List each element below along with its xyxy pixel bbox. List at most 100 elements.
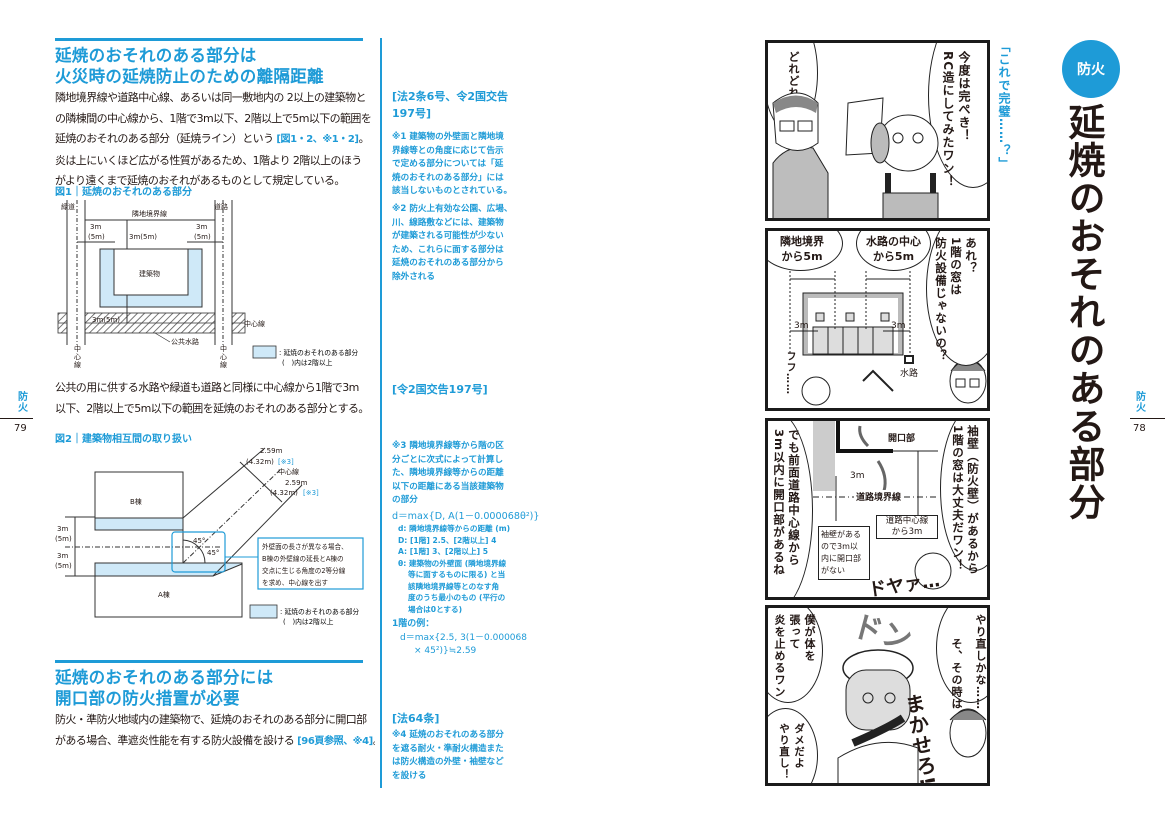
note-line: 焼のおそれのある部分」には	[392, 172, 504, 183]
body-line: の隣棟間の中心線から、1階で3m以下、2階以上で5m以下の範囲を	[55, 111, 372, 125]
centerline-label: 心	[74, 353, 81, 361]
tab-label: 防	[18, 392, 28, 403]
angle-label: 45°	[207, 549, 219, 557]
comic-panel-4: やり直しかな…… そ、その時は 僕が体を 張って 炎を止めるワン ダメだよ やり…	[765, 605, 990, 786]
label-box: 道路中心線 から3m	[876, 515, 938, 539]
man-and-dog-illustration	[772, 92, 939, 218]
note-line: ※1 建築物の外壁面と隣地境	[392, 132, 504, 142]
page-number: 79	[14, 423, 27, 434]
comic-panel-2: 隣地境界 から5m 水路の中心 から5m あれ？ 1階の窓は 防火設備じゃないの…	[765, 228, 990, 411]
comic-panel-3: 開口部 3m 道路境界線 道路中心線 から3m 袖壁がある ので3m以 内に開口…	[765, 418, 990, 600]
note-line: で定める部分については「延	[392, 159, 504, 169]
angle-label: 45°	[193, 537, 205, 545]
man-dialogue: でも前面道路中心線から 3m以内に開口部があるね	[771, 429, 801, 576]
opening-label: 開口部	[888, 434, 916, 444]
legend-swatch	[252, 345, 277, 359]
road-label: 道路	[214, 202, 228, 211]
dialogue-line: ダメだよ	[793, 723, 805, 769]
centerline-label: 中	[74, 344, 81, 353]
dog-dialogue: フフ……	[784, 351, 795, 395]
building-a-label: A棟	[158, 590, 170, 599]
waterway-label: 水路	[900, 369, 919, 379]
note-line: 界線等との角度に応じて告示	[392, 145, 504, 156]
centerline-label: 心	[220, 353, 227, 361]
centerline-label: 中心線	[244, 319, 265, 328]
label-line: 道路中心線	[885, 516, 929, 526]
callout-text: 外壁面の長さが異なる場合、	[262, 542, 348, 551]
formula-definition: 等に面するものに限る) と当	[408, 570, 506, 579]
label-line: から3m	[891, 527, 923, 537]
bubble-line: 隣地境界	[780, 235, 824, 248]
dim-label: (5m)	[55, 535, 72, 543]
body-line: 隣地境界線や道路中心線、あるいは同一敷地内の 2以上の建築物と	[55, 91, 367, 104]
man-dialogue: あれ？ 1階の窓は 防火設備じゃないの？	[933, 237, 978, 362]
note-line: が建築される可能性が少ない	[392, 231, 504, 241]
waterway-label: 公共水路	[171, 337, 199, 346]
tab-rule	[1130, 418, 1165, 419]
note-box: 袖壁がある ので3m以 内に開口部 がない	[818, 526, 870, 580]
waterway-band	[57, 312, 246, 334]
dialogue-line: 張って	[788, 614, 801, 650]
figure2-diagram: 外壁面の長さが異なる場合、 B棟の外壁線の延長とA棟の 交点に生じる角度の2等分…	[55, 447, 364, 626]
heading-line: 延焼のおそれのある部分には	[55, 668, 274, 687]
distance-label: 2.59m	[285, 479, 308, 487]
dialogue-line: RC造にしてみたワン！	[941, 51, 955, 189]
note-line: ので3m以	[821, 542, 858, 551]
section2-body: 防火・準防火地域内の建築物で、延焼のおそれのある部分に開口部 がある場合、準遮炎…	[55, 710, 375, 752]
example-line: × 45²)}≒2.59	[414, 646, 477, 656]
note-line: を設ける	[392, 770, 427, 781]
formula-definition: D: [1階] 2.5、[2階以上] 4	[398, 535, 497, 545]
body-line: 防火・準防火地域内の建築物で、延焼のおそれのある部分に開口部	[55, 713, 367, 726]
distance-label: (4.32m)	[246, 458, 274, 466]
formula: d＝max{D, A(1－0.000068θ²)}	[392, 510, 540, 522]
note-line: 以下の距離にある当該建築物	[392, 481, 504, 492]
body-line: 炎は上にいくほど広がる性質があるため、1階より 2階以上のほう	[55, 153, 362, 167]
comic-catchphrase: 「これで完璧……？」	[997, 40, 1011, 170]
body-line: 以下、2階以上で5m以下の範囲を延焼のおそれのある部分とする。	[55, 401, 369, 415]
body-line: 公共の用に供する水路や緑道も道路と同様に中心線から1階で3m	[55, 381, 359, 394]
section-rule	[55, 38, 363, 41]
note-line: 分ごとに次式によって計算し	[392, 454, 504, 465]
heading-line: 延焼のおそれのある部分は	[55, 46, 257, 65]
note-reference: [※3]	[303, 489, 319, 497]
dialogue-line: 袖壁（防火壁）があるから	[966, 425, 980, 575]
formula-definition: A: [1階] 3、[2階以上] 5	[398, 547, 488, 556]
note-line: 内に開口部	[821, 554, 861, 563]
note-line: 除外される	[392, 271, 435, 282]
dialogue-line: でも前面道路中心線から	[787, 429, 801, 567]
dim-label: (5m)	[55, 562, 72, 570]
body-line: がより遠くまで延焼のおそれがあるものとして規定している。	[55, 174, 345, 187]
note-reference: [※3]	[278, 458, 294, 466]
figure-reference: [図1・2、※1・2]	[276, 134, 359, 145]
page-reference: [96頁参照、※4]	[297, 735, 373, 747]
section1-heading: 延焼のおそれのある部分は 火災時の延焼防止のための離隔距離	[55, 45, 324, 87]
legend-text: ( )内は2階以上	[283, 617, 334, 626]
dialogue-line: やり直し！	[778, 723, 790, 781]
note-line: ため、これらに面する部分は	[392, 244, 504, 255]
tab-rule	[0, 418, 33, 419]
body-line: がある場合、準遮炎性能を有する防火設備を設ける [96頁参照、※4]。	[55, 731, 375, 753]
boundary-label: 隣地境界線	[132, 209, 167, 218]
heading-line: 火災時の延焼防止のための離隔距離	[55, 67, 324, 86]
man-dialogue: やり直しかな……	[974, 614, 987, 710]
dim-label: (5m)	[88, 233, 105, 241]
note-line: は防火構造の外壁・袖壁など	[392, 757, 504, 767]
comic-panel-1: どれどれ 今度は完ぺき！ RC造にしてみたワン！	[765, 40, 990, 221]
legend-swatch	[249, 604, 278, 619]
tab-label: 防	[1136, 392, 1146, 403]
note-line: た、隣地境界線等からの距離	[392, 468, 504, 478]
dim-label: 3m(5m)	[92, 316, 120, 324]
bubble-line: から5m	[872, 250, 915, 263]
note-2: ※2 防火上有効な公園、広場、 川、線路敷などには、建築物 が建築される可能性が…	[392, 203, 512, 284]
dialogue-line: 1階の窓は大丈夫だワン！	[951, 425, 965, 572]
building-outline	[113, 248, 189, 296]
note-line: を遮る耐火・準耐火構造また	[392, 743, 504, 754]
man-dialogue: どれどれ	[787, 51, 800, 99]
body-line: 延焼のおそれのある部分（延焼ライン）という [図1・2、※1・2]。	[55, 129, 375, 151]
body-text: 。	[358, 132, 370, 145]
law-reference: [法2条6号、令2国交告 197号]	[392, 88, 508, 122]
dim-label: 3m	[57, 552, 68, 560]
formula-definition: 該隣地境界線等とのなす角	[408, 581, 500, 591]
centerline-label: 線	[74, 360, 81, 369]
note-line: 延焼のおそれのある部分から	[392, 258, 504, 268]
